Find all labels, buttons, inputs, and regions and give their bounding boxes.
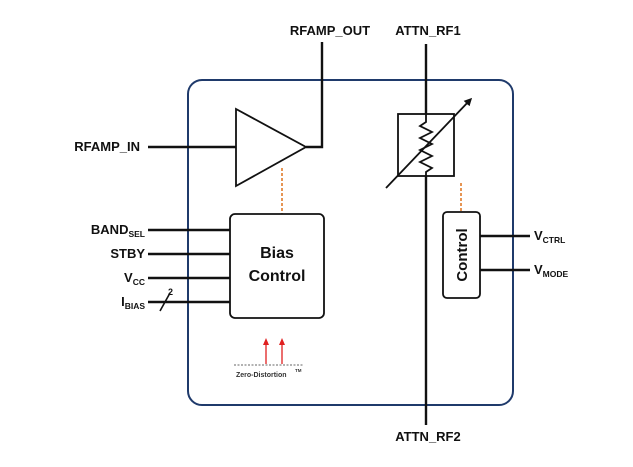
pin-attn-rf1: ATTN_RF1 — [395, 23, 460, 38]
control-label: Control — [454, 228, 471, 281]
variable-arrow-icon — [385, 97, 473, 189]
zero-distortion-logo: Zero-Distortion TM — [234, 338, 304, 379]
amplifier-triangle-icon — [235, 107, 308, 188]
ibias-bus-width: 2 — [168, 287, 173, 297]
bias-control-label-2: Control — [249, 268, 306, 285]
pin-vctrl-main: V — [534, 228, 543, 243]
control-block — [442, 211, 481, 299]
pin-vmode-main: V — [534, 262, 543, 277]
pin-rfamp-out: RFAMP_OUT — [290, 23, 370, 38]
pin-band-sel-main: BAND — [91, 222, 129, 237]
pin-ibias-sub: BIAS — [125, 301, 146, 311]
pin-stby: STBY — [110, 246, 145, 261]
ibias-bus-slash — [159, 292, 171, 312]
pin-vctrl-sub: CTRL — [543, 235, 566, 245]
bias-control-label-1: Bias — [260, 245, 294, 262]
pin-vmode-sub: MODE — [543, 269, 569, 279]
logo-arrow-1-head — [263, 338, 269, 345]
pin-vcc-sub: CC — [133, 277, 145, 287]
pin-vcc-main: V — [124, 270, 133, 285]
pin-vcc: VCC — [124, 270, 145, 287]
pin-ibias-main: I — [121, 294, 125, 309]
rfamp-out-wire — [306, 42, 324, 149]
pin-vmode: VMODE — [534, 262, 569, 279]
pin-vctrl: VCTRL — [534, 228, 565, 245]
pin-band-sel: BANDSEL — [91, 222, 145, 239]
pin-attn-rf2: ATTN_RF2 — [395, 429, 460, 444]
logo-tm: TM — [295, 368, 302, 373]
logo-arrow-2-head — [279, 338, 285, 345]
chip-outline — [187, 79, 514, 406]
pin-rfamp-in: RFAMP_IN — [74, 139, 140, 154]
bias-control-block — [229, 213, 325, 319]
pin-band-sel-sub: SEL — [128, 229, 145, 239]
pin-ibias: IBIAS — [121, 294, 145, 311]
logo-text: Zero-Distortion — [236, 372, 287, 379]
